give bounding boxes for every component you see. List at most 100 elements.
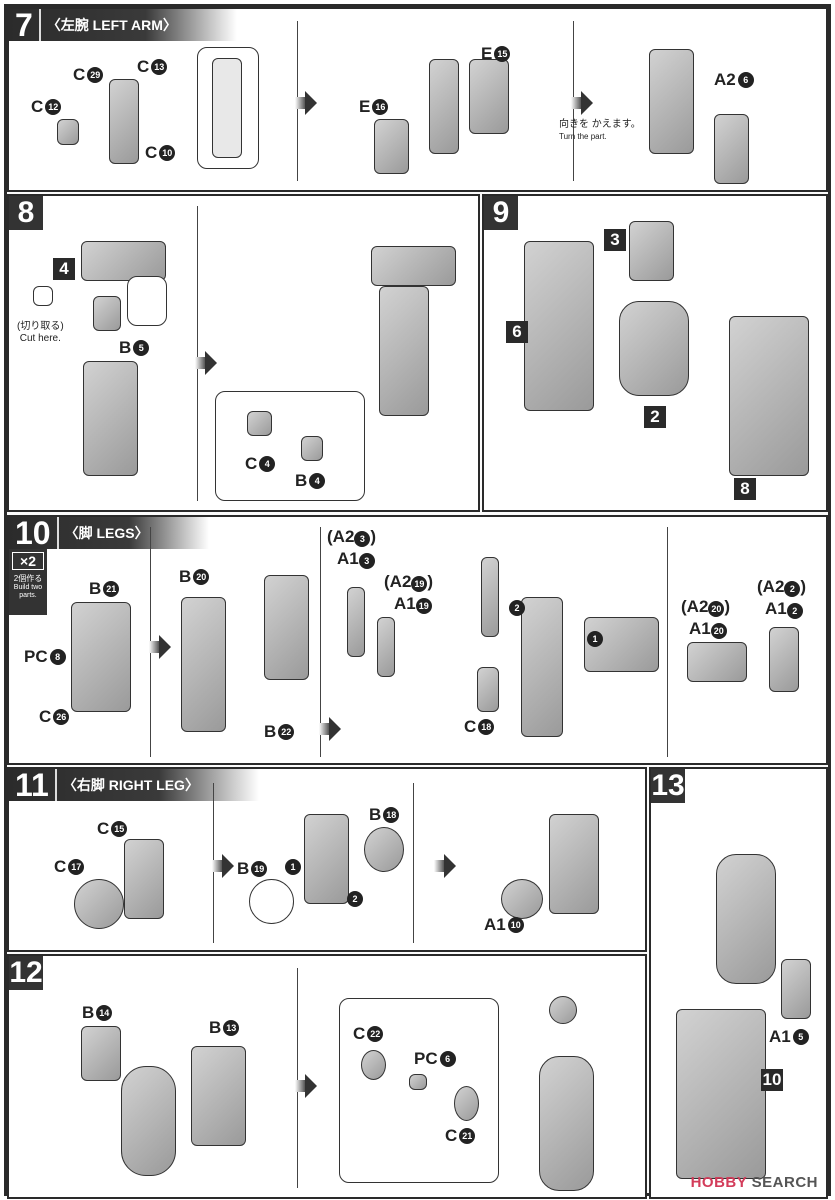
part [687, 642, 747, 682]
next-arrow-icon [149, 635, 171, 659]
note-en: Turn the part. [559, 132, 607, 141]
part [714, 114, 749, 184]
next-arrow-icon [319, 717, 341, 741]
sub-assembly-label: 4 [53, 258, 75, 280]
part [377, 617, 395, 677]
part [93, 296, 121, 331]
part [301, 436, 323, 461]
order-marker: 2 [347, 891, 363, 907]
sub-assembly-label: 2 [644, 406, 666, 428]
divider [197, 206, 198, 501]
part [629, 221, 674, 281]
turn-part-note: 向きを かえます。 Turn the part. [559, 119, 641, 143]
part [409, 1074, 427, 1090]
note-en: Cut here. [19, 333, 61, 344]
step-title: 〈脚 LEGS〉 [64, 525, 149, 541]
step-number: 12 [9, 956, 43, 990]
part [83, 361, 138, 476]
part [521, 597, 563, 737]
part [469, 59, 509, 134]
part [74, 879, 124, 929]
part [539, 1056, 594, 1191]
part [477, 667, 499, 712]
part [371, 246, 456, 286]
part [501, 879, 543, 919]
part [374, 119, 409, 174]
part [347, 587, 365, 657]
nipper-icon [33, 286, 53, 306]
next-arrow-icon [295, 91, 317, 115]
part [716, 854, 776, 984]
part [81, 1026, 121, 1081]
order-marker: 1 [285, 859, 301, 875]
step-number: 10 [9, 517, 59, 549]
part [549, 996, 577, 1024]
step-7-header: 7〈左腕 LEFT ARM〉 [9, 9, 237, 41]
part [124, 839, 164, 919]
part [109, 79, 139, 164]
part [121, 1066, 176, 1176]
divider [320, 527, 321, 757]
part [781, 959, 811, 1019]
detail-inset [197, 47, 259, 169]
part [549, 814, 599, 914]
part [379, 286, 429, 416]
next-arrow-icon [434, 854, 456, 878]
part [81, 241, 166, 281]
step-9-panel: 9 3 6 2 8 [482, 194, 828, 512]
cut-here-note: (切り取る)Cut here. [17, 321, 64, 345]
note-jp: 向きを かえます。 [559, 119, 641, 130]
next-arrow-icon [571, 91, 593, 115]
part [247, 411, 272, 436]
detail-inset [127, 276, 167, 326]
next-arrow-icon [195, 351, 217, 375]
part [524, 241, 594, 411]
sub-assembly-label: 10 [761, 1069, 783, 1091]
sub-assembly-label: 8 [734, 478, 756, 500]
step-number: 13 [651, 769, 685, 803]
divider [413, 783, 414, 943]
step-number: 7 [9, 9, 41, 41]
step-10-header: 10 〈脚 LEGS〉 [9, 517, 209, 549]
note-jp: (切り取る) [17, 321, 64, 332]
part [57, 119, 79, 145]
part [429, 59, 459, 154]
step-number: 8 [9, 196, 43, 230]
sub-assembly-label: 6 [506, 321, 528, 343]
part [361, 1050, 386, 1080]
part [249, 879, 294, 924]
part [649, 49, 694, 154]
divider [297, 968, 298, 1188]
part [676, 1009, 766, 1179]
part [212, 58, 242, 158]
hobby-search-watermark: HOBBY SEARCH [690, 1174, 818, 1191]
